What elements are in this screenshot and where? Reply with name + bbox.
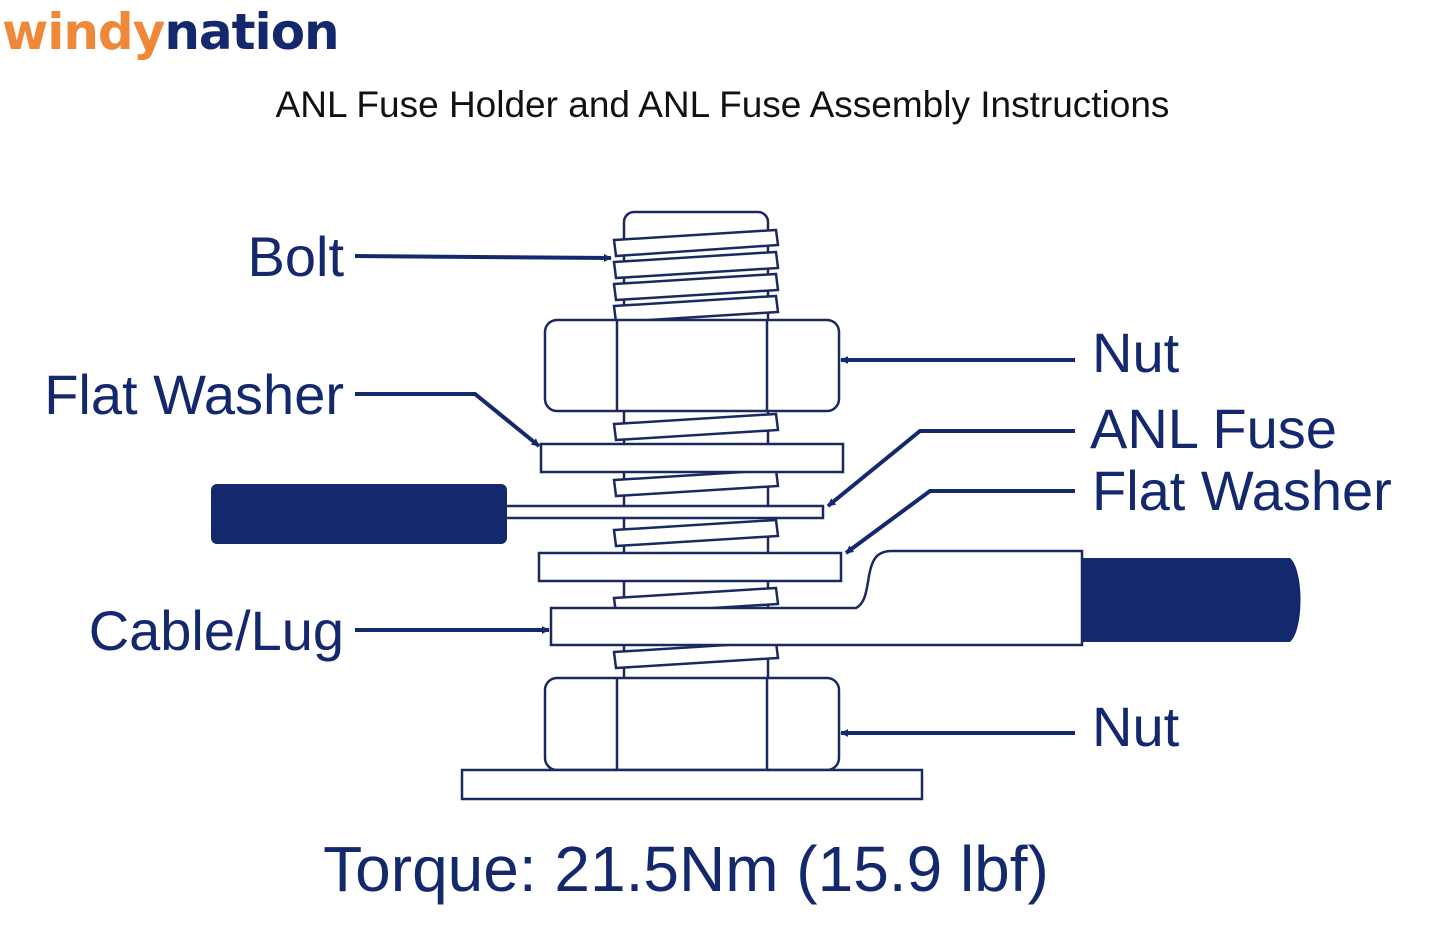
flat-washer-right-arrow <box>844 489 1075 555</box>
bolt-threads <box>612 228 780 670</box>
label-flat-washer-left: Flat Washer <box>44 363 344 426</box>
logo-nation: nation <box>164 3 339 61</box>
flat-washer-left-arrow <box>355 392 541 448</box>
top-nut <box>543 318 841 413</box>
base-plate <box>460 768 924 801</box>
bottom-nut <box>543 676 841 772</box>
torque-spec: Torque: 21.5Nm (15.9 lbf) <box>323 833 1049 905</box>
cable-insulation <box>1082 558 1301 642</box>
label-cable-lug: Cable/Lug <box>89 599 344 662</box>
cable-lug <box>549 549 1084 647</box>
flat-washer-bottom <box>537 551 843 583</box>
bolt-arrow <box>354 253 612 262</box>
label-nut-bottom: Nut <box>1092 695 1180 758</box>
label-nut-top: Nut <box>1092 321 1180 384</box>
logo-windy: windy <box>2 3 165 61</box>
label-anl-fuse: ANL Fuse <box>1090 397 1337 460</box>
anl-fuse-body <box>211 484 507 544</box>
flat-washer-top <box>539 442 845 474</box>
windynation-logo: windynation <box>2 2 340 62</box>
label-flat-washer-right: Flat Washer <box>1092 459 1392 522</box>
page-title: ANL Fuse Holder and ANL Fuse Assembly In… <box>275 84 1170 125</box>
anl-fuse-arrow <box>826 429 1075 508</box>
anl-fuse-tab <box>503 504 825 520</box>
label-bolt: Bolt <box>248 225 345 288</box>
